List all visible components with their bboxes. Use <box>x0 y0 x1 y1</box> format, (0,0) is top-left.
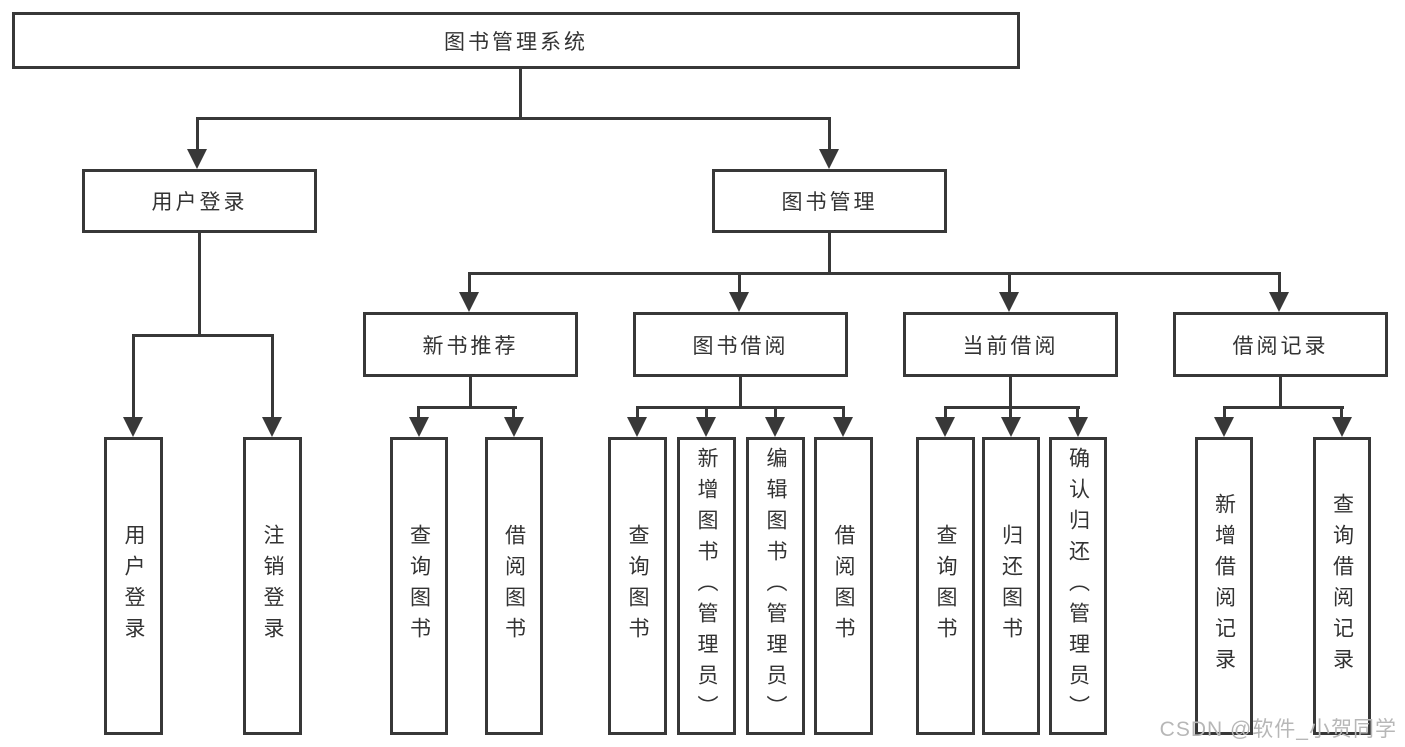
watermark: CSDN @软件_小贺同学 <box>1159 718 1397 741</box>
leaf-current-query-books: 查询图书 <box>916 437 975 735</box>
connector-line <box>519 68 522 119</box>
connector-line <box>1076 406 1079 419</box>
arrow-down <box>459 292 479 312</box>
leaf-borrow-add-books-admin-label: 新增图书（管理员） <box>695 446 718 726</box>
leaf-current-confirm-return-admin: 确认归还（管理员） <box>1049 437 1107 735</box>
arrow-down <box>765 417 785 437</box>
leaf-records-query-record: 查询借阅记录 <box>1313 437 1371 735</box>
node-new-book-recommend-label: 新书推荐 <box>422 334 519 358</box>
arrow-down <box>262 417 282 437</box>
leaf-logout: 注销登录 <box>243 437 302 735</box>
node-current-borrowing: 当前借阅 <box>903 312 1118 377</box>
leaf-current-return-books-label: 归还图书 <box>999 524 1023 648</box>
connector-line <box>1008 272 1011 294</box>
leaf-rec-borrow-books-label: 借阅图书 <box>502 524 526 648</box>
node-book-management: 图书管理 <box>712 169 947 233</box>
arrow-down <box>819 149 839 169</box>
connector-line <box>469 375 472 409</box>
leaf-current-confirm-return-admin-label: 确认归还（管理员） <box>1066 446 1090 726</box>
arrow-down <box>123 417 143 437</box>
connector-line <box>636 406 639 419</box>
connector-line <box>1009 375 1012 409</box>
arrow-down <box>833 417 853 437</box>
connector-line <box>132 334 274 337</box>
node-book-management-label: 图书管理 <box>781 191 878 214</box>
connector-line <box>1340 406 1343 419</box>
leaf-records-query-record-label: 查询借阅记录 <box>1330 493 1354 679</box>
connector-line <box>828 117 831 151</box>
connector-line <box>738 272 741 294</box>
connector-line <box>1279 375 1282 409</box>
node-user-login-label: 用户登录 <box>151 191 248 214</box>
connector-line <box>417 406 517 409</box>
leaf-borrow-edit-books-admin: 编辑图书（管理员） <box>746 437 805 735</box>
leaf-borrow-add-books-admin: 新增图书（管理员） <box>677 437 736 735</box>
arrow-down <box>935 417 955 437</box>
leaf-current-query-books-label: 查询图书 <box>934 524 957 648</box>
arrow-down <box>409 417 429 437</box>
connector-line <box>774 406 777 419</box>
leaf-rec-query-books-label: 查询图书 <box>407 524 431 648</box>
node-user-login: 用户登录 <box>82 169 317 233</box>
connector-line <box>739 375 742 409</box>
node-book-borrowing-label: 图书借阅 <box>692 334 789 358</box>
leaf-records-add-record: 新增借阅记录 <box>1195 437 1253 735</box>
arrow-down <box>696 417 716 437</box>
connector-line <box>944 406 1080 409</box>
connector-line <box>512 406 515 419</box>
leaf-borrow-query-books-label: 查询图书 <box>626 524 649 648</box>
connector-line <box>132 334 135 419</box>
connector-line <box>1223 406 1344 409</box>
node-root: 图书管理系统 <box>12 12 1020 69</box>
connector-line <box>828 232 831 275</box>
node-book-borrowing: 图书借阅 <box>633 312 848 377</box>
leaf-borrow-borrow-books: 借阅图书 <box>814 437 873 735</box>
leaf-borrow-borrow-books-label: 借阅图书 <box>832 524 855 648</box>
leaf-rec-borrow-books: 借阅图书 <box>485 437 543 735</box>
connector-line <box>417 406 420 419</box>
node-borrow-records-label: 借阅记录 <box>1232 334 1329 358</box>
connector-line <box>271 334 274 419</box>
connector-line <box>196 117 831 120</box>
leaf-borrow-edit-books-admin-label: 编辑图书（管理员） <box>764 446 787 726</box>
node-root-label: 图书管理系统 <box>444 30 588 54</box>
leaf-logout-label: 注销登录 <box>261 524 284 648</box>
connector-line <box>705 406 708 419</box>
arrow-down <box>1068 417 1088 437</box>
leaf-rec-query-books: 查询图书 <box>390 437 448 735</box>
leaf-user-login: 用户登录 <box>104 437 163 735</box>
connector-line <box>1278 272 1281 294</box>
arrow-down <box>187 149 207 169</box>
arrow-down <box>1214 417 1234 437</box>
connector-line <box>468 272 471 294</box>
connector-line <box>944 406 947 419</box>
arrow-down <box>1269 292 1289 312</box>
connector-line <box>196 117 199 151</box>
leaf-user-login-label: 用户登录 <box>122 524 145 648</box>
arrow-down <box>504 417 524 437</box>
node-new-book-recommend: 新书推荐 <box>363 312 578 377</box>
arrow-down <box>627 417 647 437</box>
leaf-borrow-query-books: 查询图书 <box>608 437 667 735</box>
node-borrow-records: 借阅记录 <box>1173 312 1388 377</box>
connector-line <box>1009 406 1012 419</box>
arrow-down <box>729 292 749 312</box>
arrow-down <box>1001 417 1021 437</box>
arrow-down <box>1332 417 1352 437</box>
leaf-current-return-books: 归还图书 <box>982 437 1040 735</box>
node-current-borrowing-label: 当前借阅 <box>962 334 1059 358</box>
connector-line <box>842 406 845 419</box>
leaf-records-add-record-label: 新增借阅记录 <box>1212 493 1236 679</box>
connector-line <box>636 406 845 409</box>
connector-line <box>468 272 1281 275</box>
connector-line <box>198 232 201 336</box>
connector-line <box>1223 406 1226 419</box>
arrow-down <box>999 292 1019 312</box>
